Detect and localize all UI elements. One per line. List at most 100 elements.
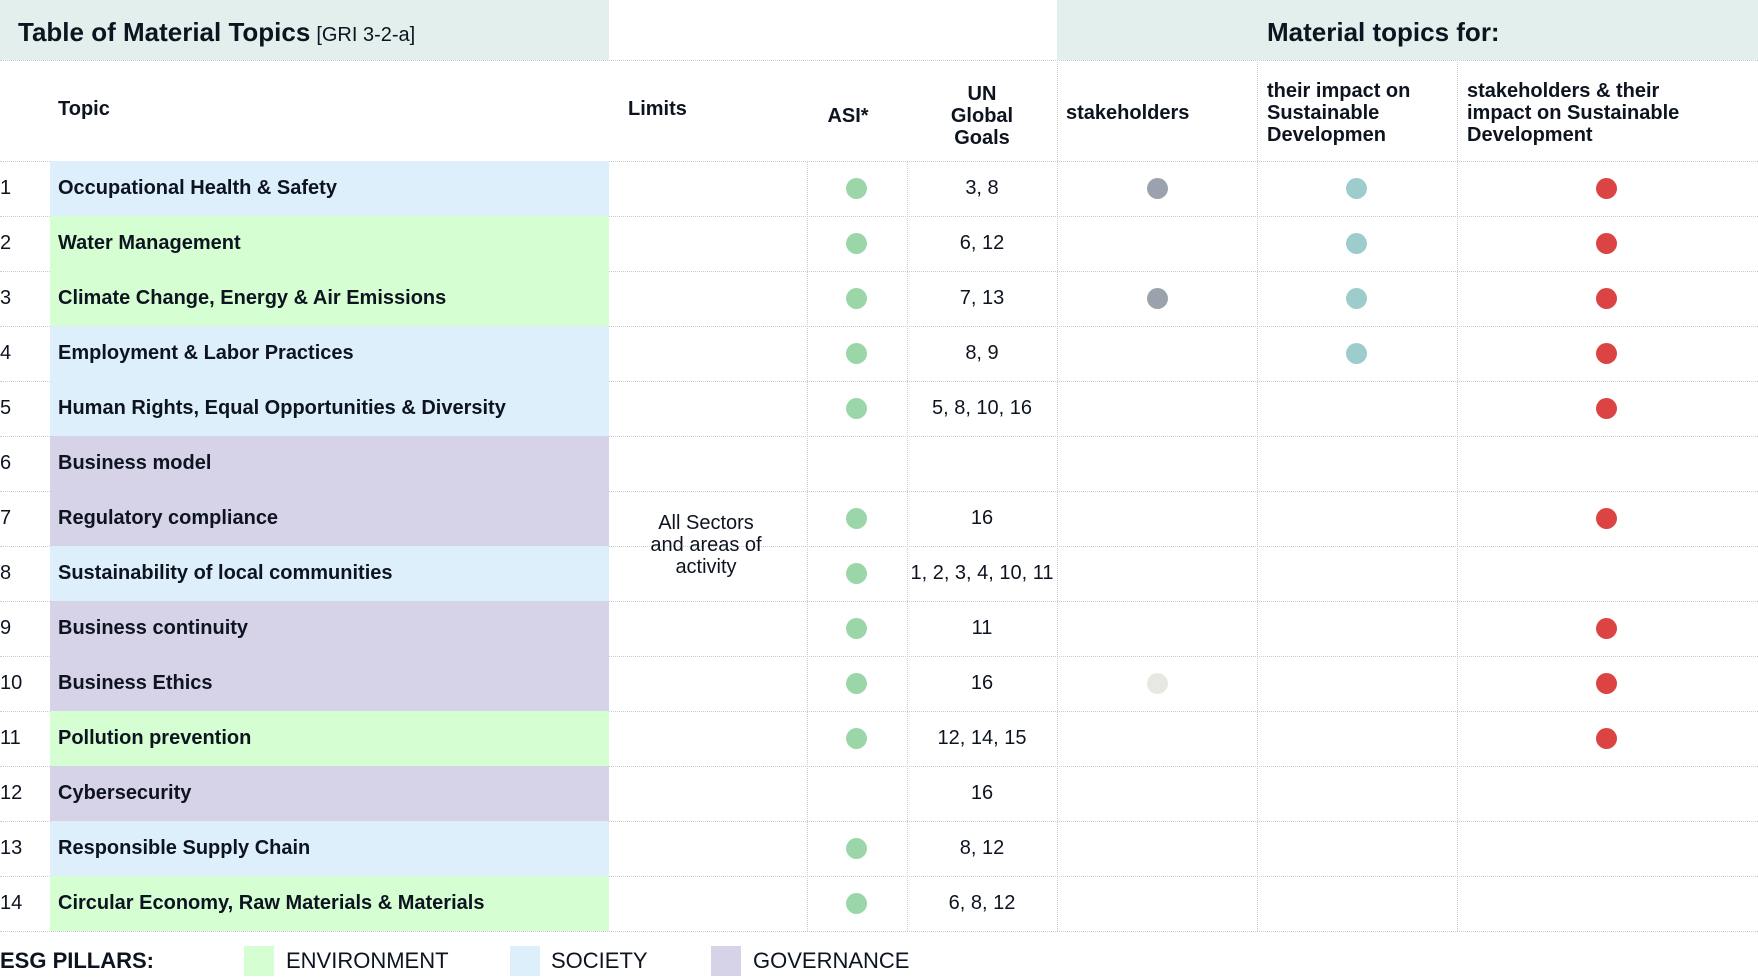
asi-dot-icon [846,838,867,859]
un-goals-cell: 5, 8, 10, 16 [931,397,1033,419]
row-divider [0,436,1758,437]
row-divider [0,326,1758,327]
asi-dot-icon [846,563,867,584]
row-divider [0,711,1758,712]
un-goals-cell: 16 [970,782,994,804]
row-number: 5 [0,397,12,419]
un-goals-cell: 12, 14, 15 [937,727,1027,749]
topic-cell: Cybersecurity [50,766,609,821]
governance-legend-label: GOVERNANCE [753,948,910,973]
un-goals-cell: 8, 9 [965,342,999,364]
topic-cell: Regulatory compliance [50,491,609,546]
row-divider [0,546,1758,547]
stakeholder-dot-icon [1147,178,1168,199]
table-row: 1 Occupational Health & Safety 3, 8 [0,161,1758,216]
both-dot-icon [1596,178,1617,199]
both-dot-icon [1596,398,1617,419]
limits-column-header: Limits [628,98,687,120]
impact-column-header: their impact on Sustainable Developmen [1267,80,1411,146]
topic-cell: Employment & Labor Practices [50,326,609,381]
column-divider [1257,60,1258,931]
stakeholders-column-header: stakeholders [1066,102,1190,124]
row-number: 11 [0,727,21,749]
gri-reference: [GRI 3-2-a] [316,24,416,46]
topic-cell: Circular Economy, Raw Materials & Materi… [50,876,609,931]
row-divider [0,931,1758,932]
stakeholder-dot-icon [1147,288,1168,309]
both-dot-icon [1596,618,1617,639]
asi-dot-icon [846,233,867,254]
topic-column-header: Topic [58,98,110,120]
title-band: Table of Material Topics[GRI 3-2-a] [0,0,609,60]
asi-dot-icon [846,343,867,364]
table-row: 7 Regulatory compliance 16 [0,491,1758,546]
asi-dot-icon [846,398,867,419]
stakeholder-dot-icon [1147,673,1168,694]
environment-legend-label: ENVIRONMENT [286,948,449,973]
both-dot-icon [1596,508,1617,529]
table-row: 13 Responsible Supply Chain 8, 12 [0,821,1758,876]
un-goals-cell: 11 [971,617,993,639]
table-row: 3 Climate Change, Energy & Air Emissions 7… [0,271,1758,326]
asi-dot-icon [846,893,867,914]
limits-cell: All Sectors and areas of activity [650,512,762,578]
material-topics-title: Material topics for: [1267,17,1500,47]
row-number: 6 [0,452,12,474]
impact-dot-icon [1346,178,1367,199]
column-divider [1457,60,1458,931]
material-topics-band [1057,0,1758,60]
asi-dot-icon [846,673,867,694]
topic-cell: Business model [50,436,609,491]
both-dot-icon [1596,288,1617,309]
both-dot-icon [1596,343,1617,364]
un-goals-cell: 16 [970,507,994,529]
topic-cell: Pollution prevention [50,711,609,766]
row-number: 3 [0,287,12,309]
asi-dot-icon [846,178,867,199]
topic-cell: Climate Change, Energy & Air Emissions [50,271,609,326]
page-title: Table of Material Topics[GRI 3-2-a] [18,17,416,47]
topic-cell: Occupational Health & Safety [50,161,609,216]
row-number: 10 [0,672,23,694]
row-divider [0,766,1758,767]
asi-dot-icon [846,728,867,749]
row-divider [0,601,1758,602]
un-goals-cell: 6, 12 [959,232,1005,254]
un-goals-cell: 8, 12 [959,837,1005,859]
governance-swatch [711,946,741,976]
topic-cell: Business continuity [50,601,609,656]
row-number: 8 [0,562,12,584]
table-row: 5 Human Rights, Equal Opportunities & Div… [0,381,1758,436]
asi-column-header: ASI* [827,105,869,127]
topic-cell: Responsible Supply Chain [50,821,609,876]
table-row: 11 Pollution prevention 12, 14, 15 [0,711,1758,766]
asi-dot-icon [846,618,867,639]
row-divider [0,216,1758,217]
impact-dot-icon [1346,233,1367,254]
topic-cell: Human Rights, Equal Opportunities & Dive… [50,381,609,436]
un-goals-cell: 7, 13 [959,287,1005,309]
impact-dot-icon [1346,343,1367,364]
row-divider [0,656,1758,657]
row-number: 7 [0,507,12,529]
both-dot-icon [1596,728,1617,749]
row-number: 9 [0,617,12,639]
row-number: 1 [0,177,12,199]
society-legend-label: SOCIETY [551,948,648,973]
column-divider [907,161,908,931]
un-goals-cell: 3, 8 [965,177,999,199]
column-divider [1057,60,1058,931]
row-number: 2 [0,232,12,254]
row-number: 4 [0,342,12,364]
environment-swatch [244,946,274,976]
un-goals-cell: 6, 8, 12 [948,892,1016,914]
row-number: 13 [0,837,23,859]
asi-dot-icon [846,288,867,309]
un-goals-cell: 16 [970,672,994,694]
